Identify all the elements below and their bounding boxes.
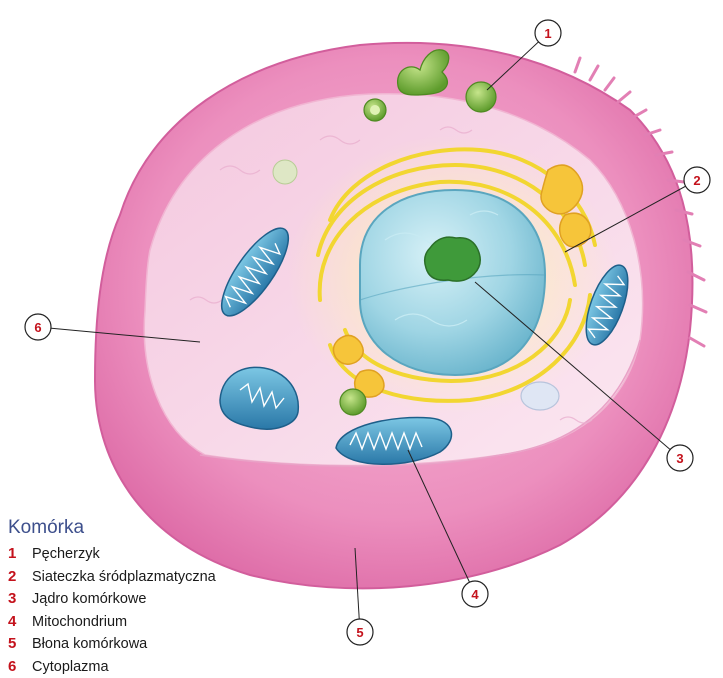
legend-number: 5 — [8, 633, 32, 655]
legend-label: Pęcherzyk — [32, 546, 100, 562]
vesicle — [466, 82, 496, 112]
nucleus — [360, 190, 545, 375]
legend-number: 6 — [8, 656, 32, 678]
callout-3: 3 — [667, 445, 693, 471]
callout-2: 2 — [684, 167, 710, 193]
legend-number: 1 — [8, 543, 32, 565]
svg-text:6: 6 — [34, 320, 41, 335]
callout-4: 4 — [462, 581, 488, 607]
legend-label: Błona komórkowa — [32, 636, 147, 652]
legend-title: Komórka — [8, 517, 216, 539]
svg-text:4: 4 — [471, 587, 479, 602]
vesicle — [273, 160, 297, 184]
legend-number: 3 — [8, 588, 32, 610]
svg-text:5: 5 — [356, 625, 363, 640]
callout-6: 6 — [25, 314, 51, 340]
nucleolus — [425, 237, 481, 281]
svg-text:3: 3 — [676, 451, 683, 466]
vesicle — [521, 382, 559, 410]
legend-number: 4 — [8, 611, 32, 633]
svg-text:1: 1 — [544, 26, 551, 41]
callout-1: 1 — [535, 20, 561, 46]
vesicle — [370, 105, 380, 115]
vesicle — [340, 389, 366, 415]
svg-text:2: 2 — [693, 173, 700, 188]
legend-label: Siateczka śródplazmatyczna — [32, 569, 216, 585]
legend-label: Cytoplazma — [32, 659, 109, 675]
legend-label: Mitochondrium — [32, 614, 127, 630]
legend-number: 2 — [8, 566, 32, 588]
callout-5: 5 — [347, 619, 373, 645]
legend-label: Jądro komórkowe — [32, 591, 146, 607]
